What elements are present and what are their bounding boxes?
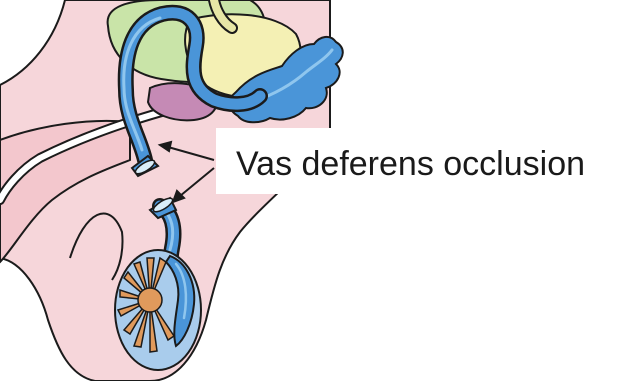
vas-deferens-occlusion-label: Vas deferens occlusion — [236, 144, 585, 184]
